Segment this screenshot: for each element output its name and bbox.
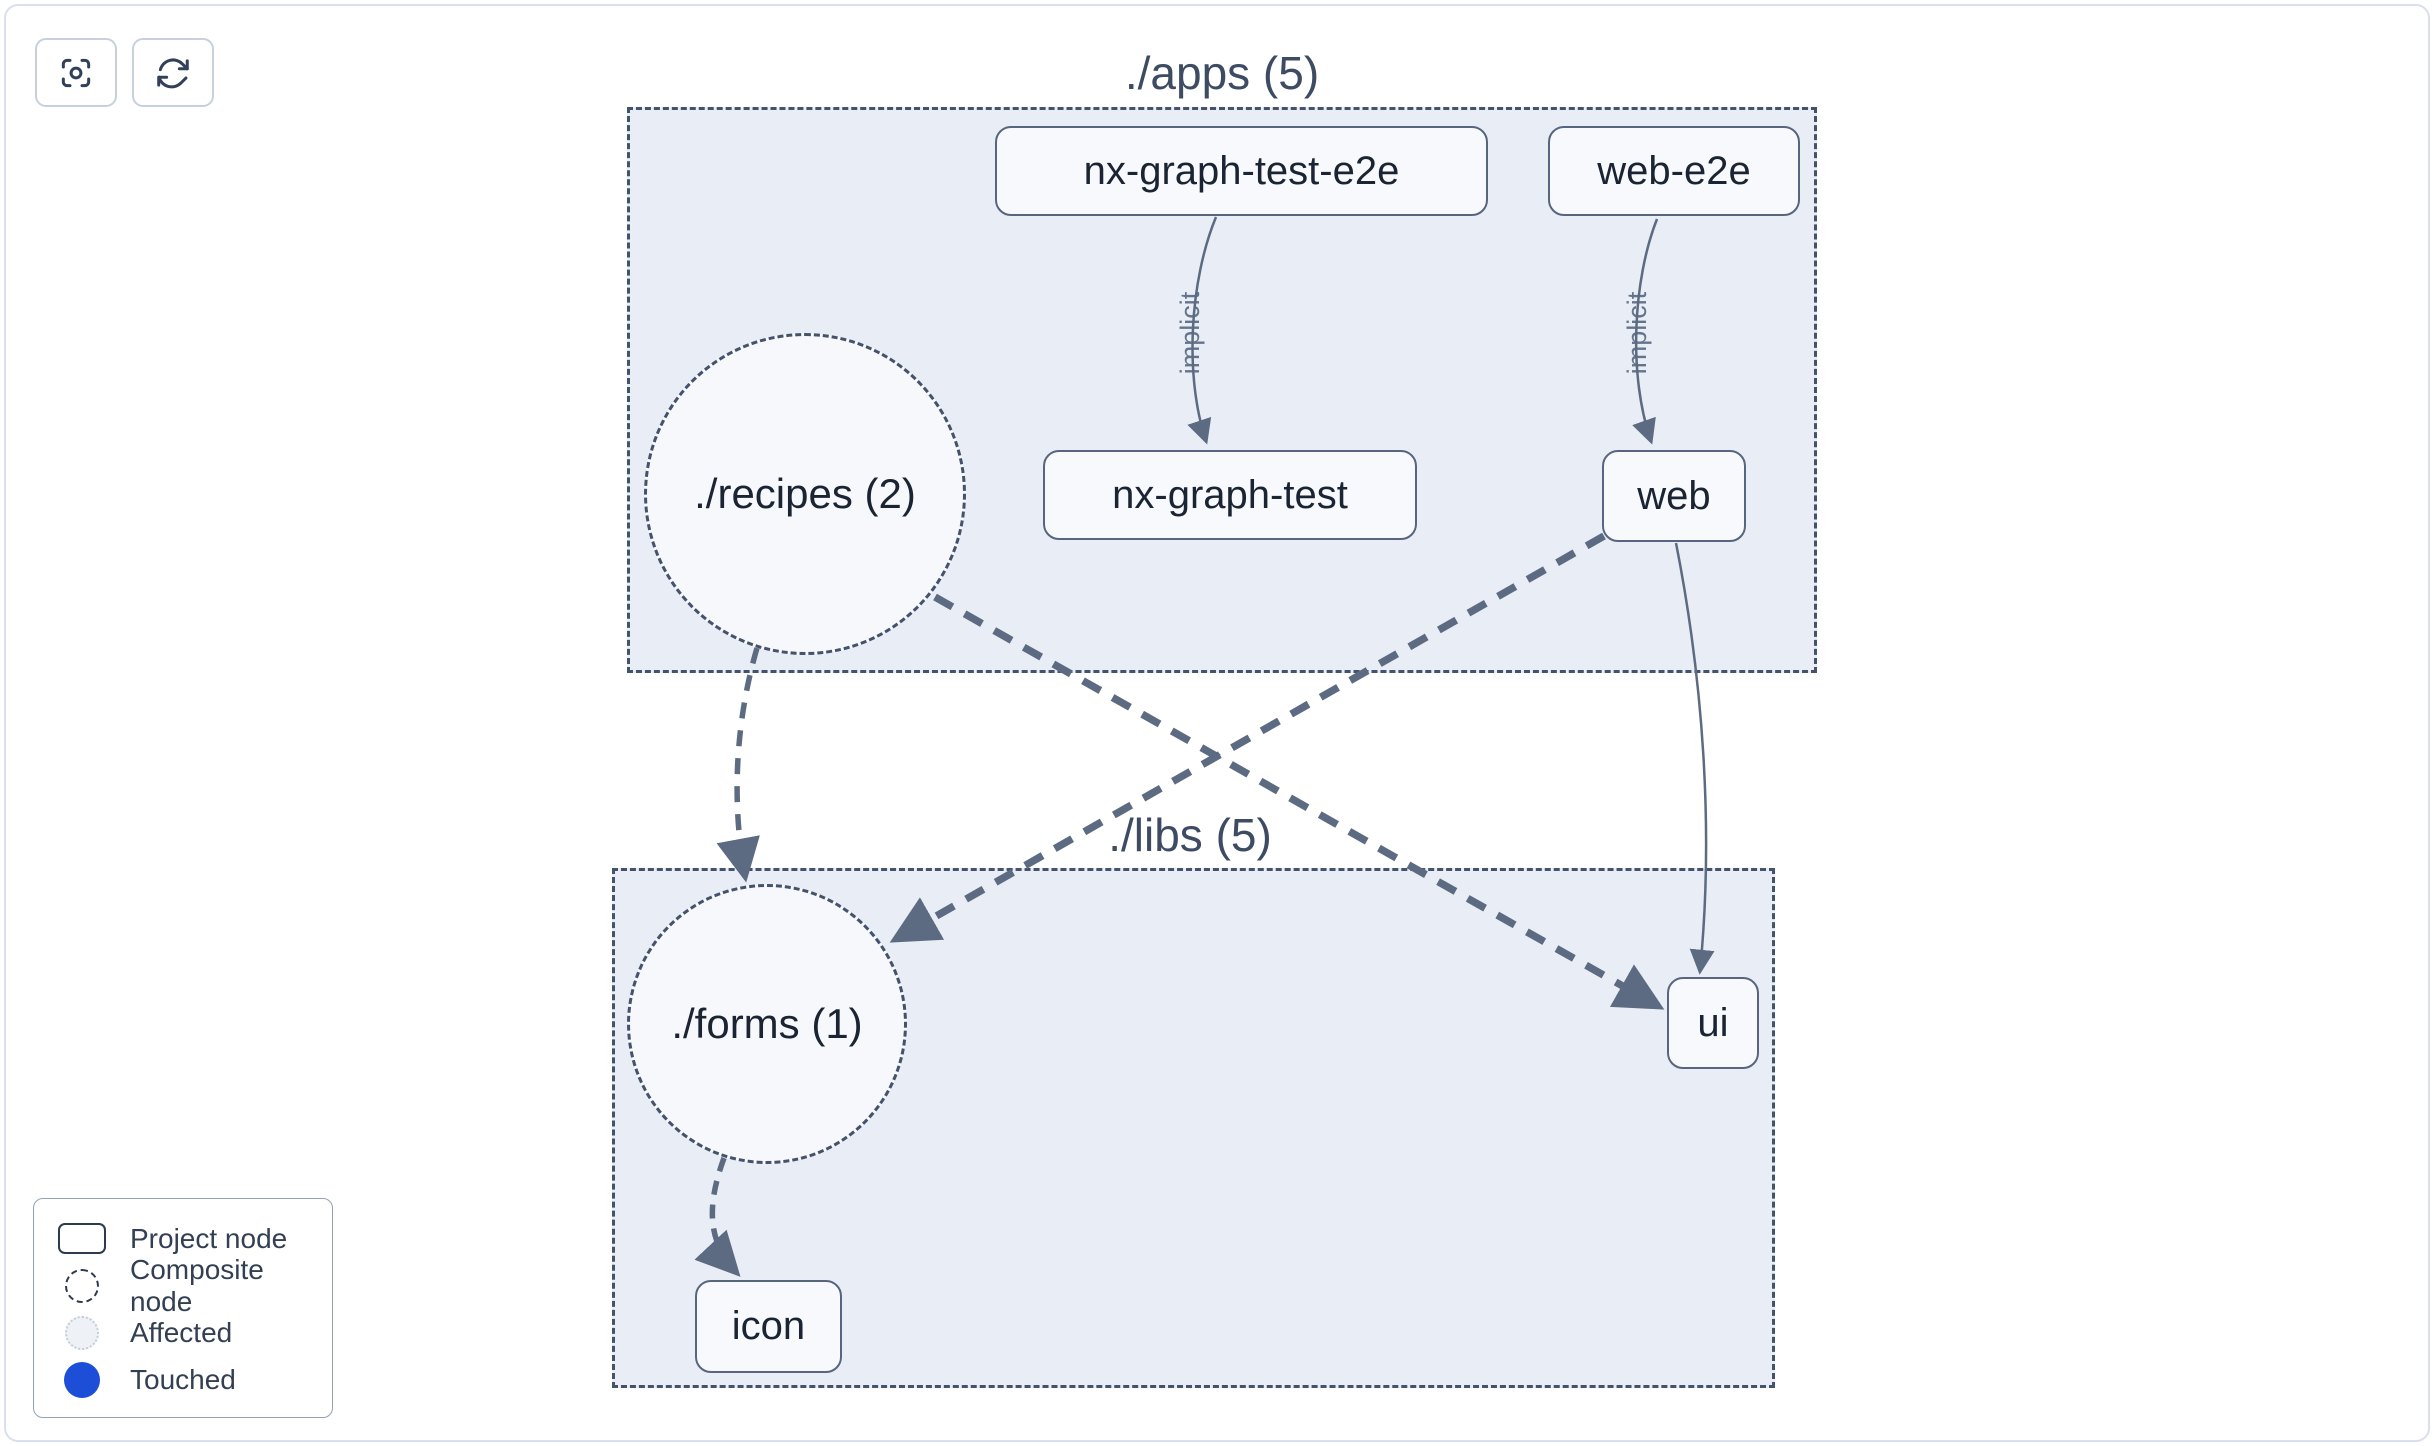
legend: Project node Composite node Affected Tou… <box>33 1198 333 1418</box>
node-web-e2e[interactable]: web-e2e <box>1548 126 1800 216</box>
node-web[interactable]: web <box>1602 450 1746 542</box>
edge-recipes-to-ui[interactable] <box>933 593 1665 1010</box>
node-ui[interactable]: ui <box>1667 977 1759 1069</box>
group-libs-label: ./libs (5) <box>1108 809 1272 861</box>
composite-node-swatch <box>65 1268 99 1303</box>
legend-label: Project node <box>130 1222 288 1254</box>
legend-item-project-node: Project node <box>34 1215 332 1262</box>
legend-item-composite-node: Composite node <box>34 1254 332 1317</box>
refresh-button[interactable] <box>132 38 214 107</box>
toolbar <box>35 38 214 107</box>
edge-forms-to-icon[interactable] <box>694 1157 741 1277</box>
legend-label: Affected <box>130 1316 233 1348</box>
edge-web-to-ui[interactable] <box>1674 542 1715 975</box>
focus-icon <box>61 58 91 87</box>
legend-item-affected: Affected <box>34 1309 332 1356</box>
project-node-swatch <box>58 1223 106 1254</box>
composite-node-forms[interactable]: ./forms (1) <box>627 884 907 1164</box>
legend-label: Touched <box>130 1363 236 1395</box>
group-apps-label: ./apps (5) <box>1124 47 1320 99</box>
node-nx-graph-test[interactable]: nx-graph-test <box>1043 450 1417 540</box>
edge-nx-graph-test-e2e-to-nx-graph-test[interactable] <box>1187 216 1218 445</box>
refresh-icon <box>157 57 189 88</box>
edge-label-implicit-1: implicit <box>1175 291 1205 374</box>
legend-label: Composite node <box>130 1253 264 1317</box>
edge-web-to-forms[interactable] <box>889 532 1606 943</box>
edge-recipes-to-forms[interactable] <box>716 647 760 883</box>
affected-swatch <box>65 1315 99 1350</box>
touched-swatch <box>64 1361 100 1398</box>
node-nx-graph-test-e2e[interactable]: nx-graph-test-e2e <box>995 126 1488 216</box>
node-icon[interactable]: icon <box>695 1280 842 1373</box>
edge-web-e2e-to-web[interactable] <box>1632 218 1659 445</box>
legend-item-touched: Touched <box>34 1356 332 1403</box>
focus-button[interactable] <box>35 38 117 107</box>
composite-node-recipes[interactable]: ./recipes (2) <box>644 333 966 655</box>
